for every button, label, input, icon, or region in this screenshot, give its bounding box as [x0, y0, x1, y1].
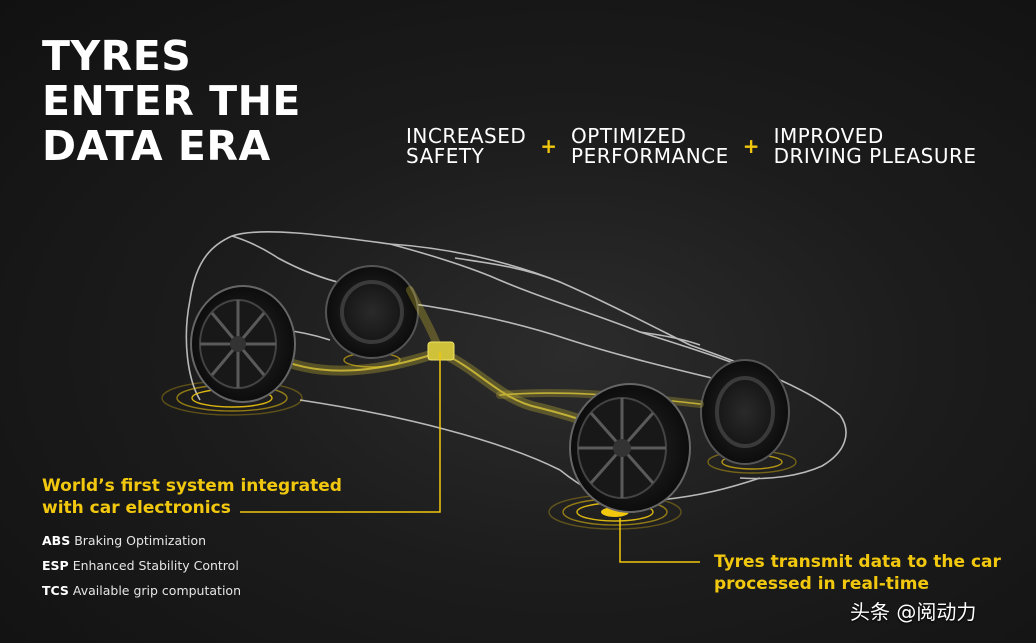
system-code: ESP	[42, 558, 69, 573]
wheel-front-left	[569, 383, 691, 513]
callout-system-line-2: with car electronics	[42, 498, 231, 518]
headline-line-2: ENTER THE	[42, 77, 301, 125]
plus-icon: +	[742, 134, 760, 158]
callout-transmit: Tyres transmit data to the car processed…	[714, 551, 1001, 595]
benefit-performance-line-2: PERFORMANCE	[571, 144, 729, 168]
wheel-rear-right	[325, 265, 419, 359]
benefit-pleasure-line-1: IMPROVED	[773, 124, 884, 148]
plus-icon: +	[540, 134, 558, 158]
control-unit-icon	[427, 341, 455, 361]
callout-transmit-line-2: processed in real-time	[714, 574, 930, 594]
callout-system-line-1: World’s first system integrated	[42, 476, 342, 496]
benefit-safety: INCREASED SAFETY	[406, 126, 526, 166]
benefit-performance-line-1: OPTIMIZED	[571, 124, 687, 148]
systems-list: ABS Braking Optimization ESP Enhanced St…	[42, 528, 241, 603]
system-item: ABS Braking Optimization	[42, 528, 241, 553]
benefit-safety-line-1: INCREASED	[406, 124, 527, 148]
car-body-outline	[185, 231, 847, 503]
benefit-safety-line-2: SAFETY	[406, 144, 485, 168]
headline-line-1: TYRES	[42, 32, 192, 80]
callout-lines	[240, 352, 700, 563]
system-item: ESP Enhanced Stability Control	[42, 553, 241, 578]
callout-transmit-line-1: Tyres transmit data to the car	[714, 552, 1001, 572]
headline-line-3: DATA ERA	[42, 122, 271, 170]
benefit-pleasure-line-2: DRIVING PLEASURE	[773, 144, 977, 168]
watermark: 头条 @阅动力	[850, 600, 977, 624]
system-item: TCS Available grip computation	[42, 578, 241, 603]
system-desc: Enhanced Stability Control	[72, 558, 239, 573]
benefit-performance: OPTIMIZED PERFORMANCE	[571, 126, 729, 166]
system-desc: Braking Optimization	[74, 533, 207, 548]
system-desc: Available grip computation	[72, 583, 241, 598]
benefits-row: INCREASED SAFETY + OPTIMIZED PERFORMANCE…	[406, 126, 977, 166]
wheel-rear-left	[190, 285, 296, 403]
headline: TYRES ENTER THE DATA ERA	[42, 34, 301, 169]
system-code: ABS	[42, 533, 71, 548]
benefit-pleasure: IMPROVED DRIVING PLEASURE	[774, 126, 977, 166]
wheel-front-right	[700, 359, 790, 465]
callout-system-title: World’s first system integrated with car…	[42, 475, 342, 519]
system-code: TCS	[42, 583, 69, 598]
